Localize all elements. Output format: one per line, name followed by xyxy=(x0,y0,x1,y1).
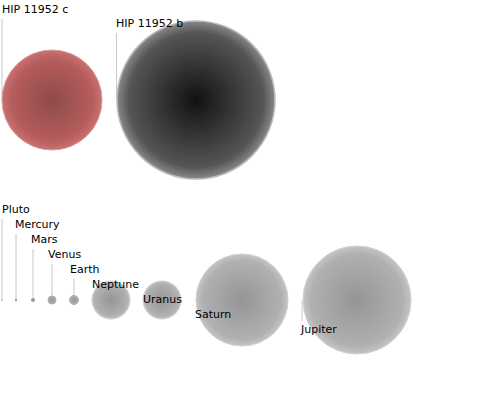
leader-line xyxy=(116,33,117,100)
leader-line xyxy=(74,279,75,295)
pluto xyxy=(1,299,3,301)
planet-b xyxy=(117,21,275,179)
planet-label: Uranus xyxy=(143,293,182,306)
planet-label: HIP 11952 c xyxy=(2,3,68,16)
leader-line xyxy=(2,219,3,300)
saturn xyxy=(196,254,288,346)
earth xyxy=(70,296,79,305)
planet-label: Neptune xyxy=(92,278,139,291)
planet-label: Mars xyxy=(31,233,58,246)
planet-label: Venus xyxy=(48,248,81,261)
leader-line xyxy=(302,300,303,321)
mars xyxy=(31,298,35,302)
jupiter xyxy=(303,246,411,354)
uranus xyxy=(143,281,181,319)
planet-label: Earth xyxy=(70,263,100,276)
planet-label: Pluto xyxy=(2,203,30,216)
planet-label: Jupiter xyxy=(301,323,337,336)
leader-line xyxy=(52,264,53,296)
planet-label: HIP 11952 b xyxy=(116,17,183,30)
leader-line xyxy=(16,234,17,299)
leader-line xyxy=(33,249,34,298)
venus xyxy=(48,296,56,304)
planet-label: Saturn xyxy=(195,308,231,321)
leader-line xyxy=(2,19,3,100)
mercury xyxy=(15,299,17,301)
planet-c xyxy=(2,50,102,150)
planet-label: Mercury xyxy=(15,218,60,231)
